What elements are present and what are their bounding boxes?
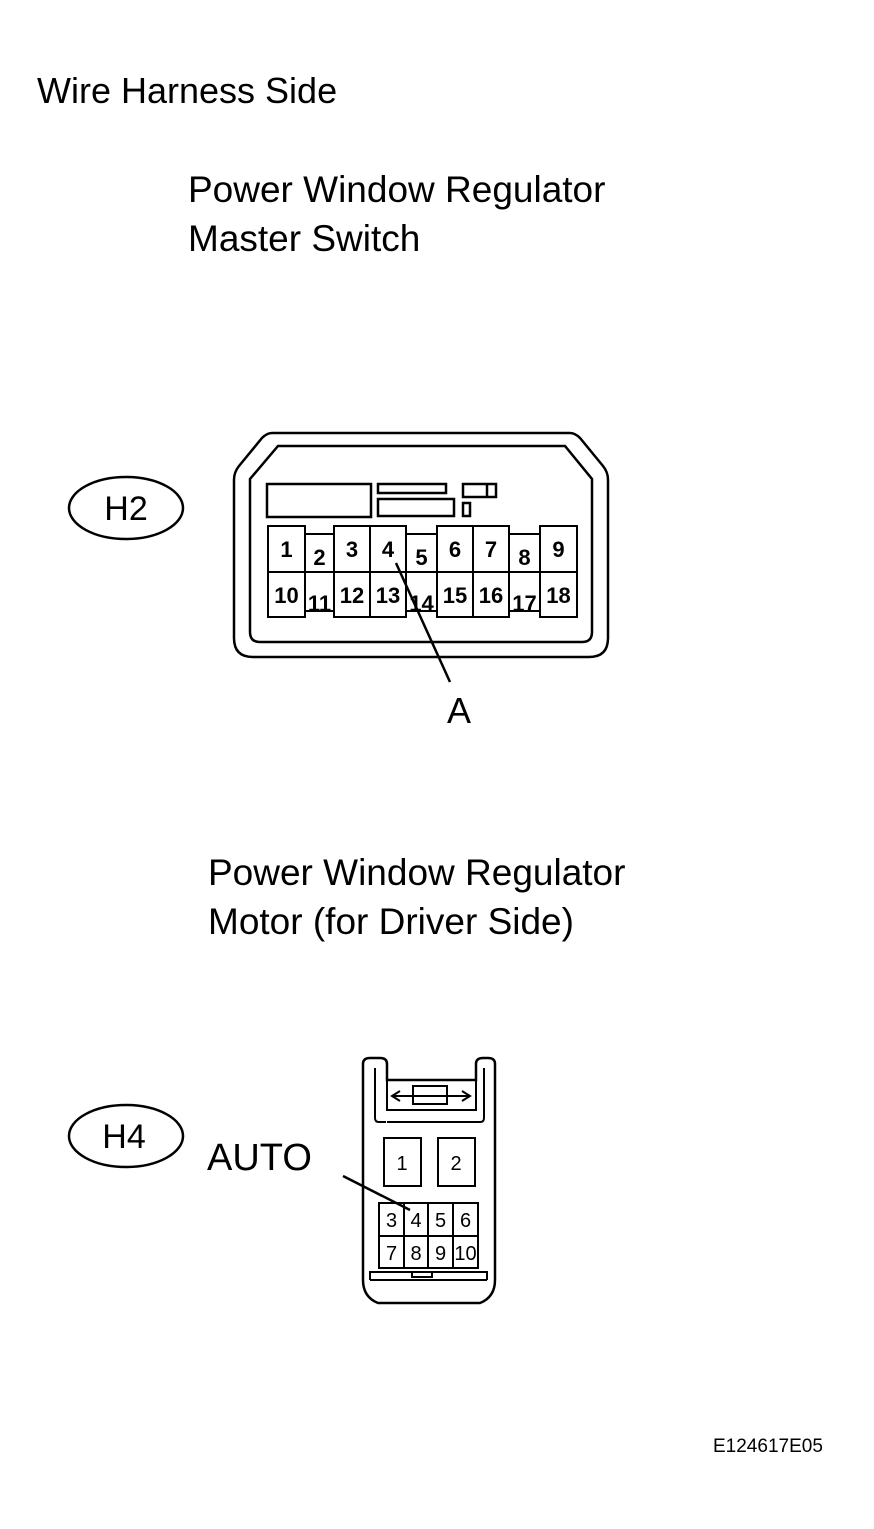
connector-h4-pin: 5 (435, 1210, 446, 1232)
connector-2-title: Power Window Regulator Motor (for Driver… (208, 848, 625, 946)
connector-h4-pin: 8 (410, 1243, 421, 1265)
connector-h2-pin: 7 (485, 537, 497, 562)
callout-auto-label: AUTO (207, 1137, 312, 1179)
connector-h4-pin-1: 1 (396, 1153, 407, 1175)
connector-h4-pin: 6 (460, 1210, 471, 1232)
connector-h4-cavity (452, 1235, 479, 1269)
diagram-title: Wire Harness Side (37, 70, 338, 111)
connector-h2-inner-housing (248, 444, 594, 644)
connector-h2-cavity (539, 571, 578, 618)
connector-h2-pin: 10 (274, 583, 298, 608)
connector-h4-right-rail (472, 1068, 485, 1123)
connector-h2-lock-tab (461, 482, 498, 499)
connector-h2-key-slot-top (376, 482, 448, 495)
connector-h2-pin: 9 (552, 537, 564, 562)
connector-1-name-line2: Master Switch (188, 218, 421, 259)
callout-a-label: A (447, 690, 471, 731)
callout-a-leader (394, 562, 452, 683)
connector-h4-pin-2: 2 (450, 1153, 461, 1175)
connector-h4-pin: 4 (410, 1210, 421, 1232)
connector-1-name-line1: Power Window Regulator (188, 169, 606, 210)
connector-h4-housing (361, 1056, 497, 1305)
connector-h4-pin: 10 (454, 1243, 476, 1265)
connector-h2-code: H2 (104, 490, 147, 528)
connector-1-title: Power Window Regulator Master Switch (188, 165, 605, 263)
image-id: E124617E05 (713, 1436, 823, 1457)
connector-h2-pin: 17 (512, 591, 536, 616)
connector-h2-pin: 4 (382, 537, 395, 562)
connector-h4-pin: 3 (386, 1210, 397, 1232)
connector-h2-pin-grid (267, 525, 578, 618)
connector-h2-pin: 16 (479, 583, 503, 608)
connector-h2-pin: 6 (449, 537, 461, 562)
connector-2-name-line2: Motor (for Driver Side) (208, 901, 574, 942)
connector-h2-pin: 5 (415, 545, 427, 570)
connector-h2-pin: 3 (346, 537, 358, 562)
connector-h2-small-slot (461, 501, 472, 518)
connector-h4-pin-1-cavity (383, 1137, 422, 1187)
connector-h2-label-slot (265, 482, 373, 519)
connector-h2-code-oval (67, 475, 185, 541)
connector-h2-key-slot-mid (376, 497, 456, 518)
connector-h4-latch (386, 1080, 477, 1111)
connector-h2-pin: 18 (546, 583, 570, 608)
connector-h4-pin: 7 (386, 1243, 397, 1265)
connector-h4-latch-window (412, 1085, 448, 1105)
connector-h4-pin: 9 (435, 1243, 446, 1265)
connector-h4-code: H4 (102, 1118, 145, 1156)
connector-2-name-line1: Power Window Regulator (208, 852, 626, 893)
connector-h2-pin: 11 (308, 591, 331, 616)
connector-h4-bottom-rail (369, 1271, 488, 1281)
connector-h2-outer-housing (232, 431, 610, 659)
connector-h2-pin: 15 (443, 583, 467, 608)
connector-h4-code-oval (67, 1103, 185, 1169)
callout-auto-leader (342, 1174, 411, 1212)
connector-h4-pin-2-cavity (437, 1137, 476, 1187)
connector-h2-pin: 1 (280, 537, 292, 562)
connector-h2-pin: 12 (340, 583, 364, 608)
connector-h4-left-rail (374, 1068, 386, 1123)
connector-h2-pin: 2 (313, 545, 325, 570)
connector-h4-pin-grid (378, 1202, 479, 1269)
connector-h2-pin: 8 (518, 545, 530, 570)
connector-h2-pin: 13 (376, 583, 400, 608)
